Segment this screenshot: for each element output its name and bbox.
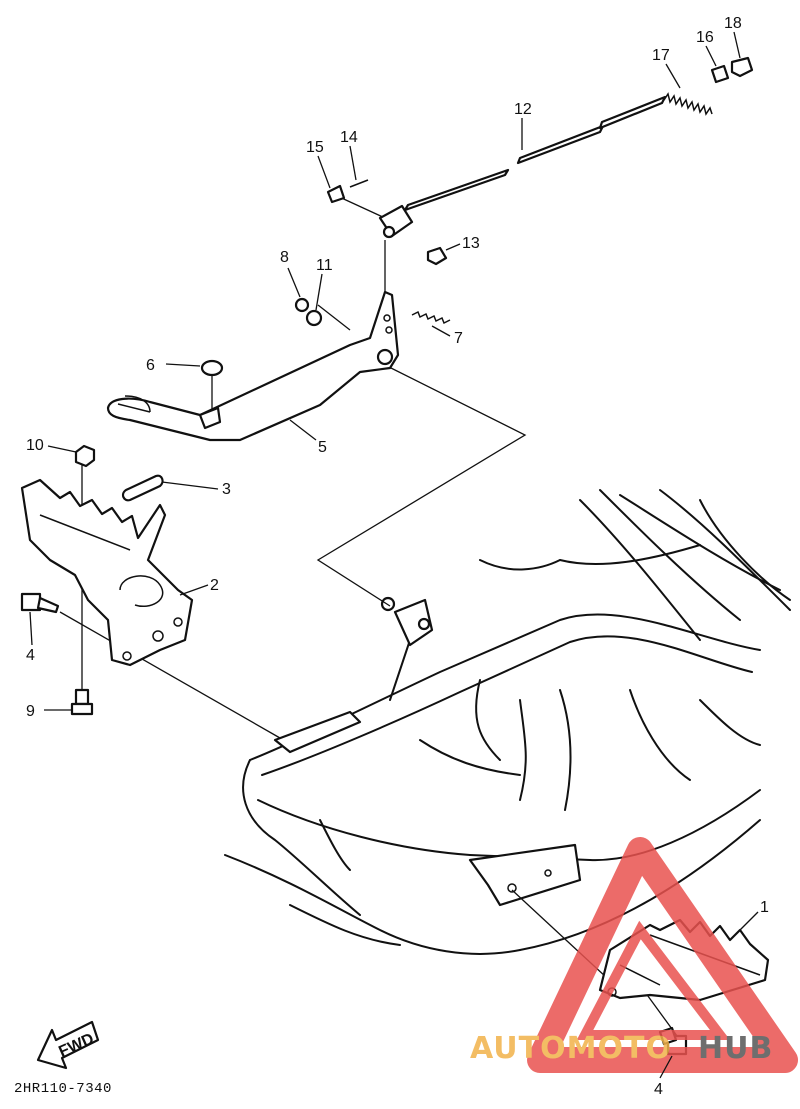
- brake-rod: [403, 95, 667, 212]
- adjusting-nut: [730, 56, 754, 78]
- watermark-text-b: HUB: [698, 1031, 773, 1066]
- rod-joint: [710, 64, 730, 84]
- callout-1: 1: [760, 899, 769, 916]
- mount-bolt-left: [20, 592, 60, 614]
- watermark-text-a: AUTOMOTO: [470, 1031, 672, 1066]
- callout-3: 3: [222, 481, 231, 498]
- callout-16: 16: [696, 29, 714, 46]
- callout-7: 7: [454, 330, 463, 347]
- callout-8: 8: [280, 249, 289, 266]
- callout-15: 15: [306, 139, 324, 156]
- callout-9: 9: [26, 703, 35, 720]
- brake-pedal: [106, 290, 400, 442]
- nut: [426, 246, 448, 266]
- footrest-bolt: [70, 688, 94, 716]
- washer: [305, 309, 323, 327]
- footrest-pin: [121, 474, 164, 502]
- callout-12: 12: [514, 101, 532, 118]
- callout-14: 14: [340, 129, 358, 146]
- footrest-nut: [74, 444, 96, 468]
- callout-5: 5: [318, 439, 327, 456]
- pedal-cap: [200, 359, 224, 377]
- fwd-arrow-icon: FWD: [36, 1020, 100, 1070]
- cotter-pin: [349, 179, 369, 188]
- callout-10: 10: [26, 437, 44, 454]
- rod-clevis: [378, 204, 414, 239]
- left-footrest: [20, 478, 194, 667]
- circlip: [294, 297, 310, 313]
- callout-4b: 4: [654, 1081, 663, 1098]
- watermark: AUTOMOTO HUB: [470, 837, 798, 1073]
- clevis-pin: [326, 184, 346, 204]
- watermark-triangle-icon: [527, 837, 798, 1073]
- callout-11: 11: [316, 257, 333, 274]
- rod-spring: [663, 92, 713, 116]
- callout-17: 17: [652, 47, 670, 64]
- callouts: 1 2 3 4 4 5 6 7 8 9 10 11 12 13 14 15 16…: [26, 15, 769, 1098]
- callout-18: 18: [724, 15, 742, 32]
- callout-4a: 4: [26, 647, 35, 664]
- drawing-code: 2HR110-7340: [14, 1081, 112, 1097]
- pedal-spring: [411, 310, 451, 325]
- callout-2: 2: [210, 577, 219, 594]
- callout-13: 13: [462, 235, 480, 252]
- callout-6: 6: [146, 357, 155, 374]
- frame-tubes: [224, 489, 791, 955]
